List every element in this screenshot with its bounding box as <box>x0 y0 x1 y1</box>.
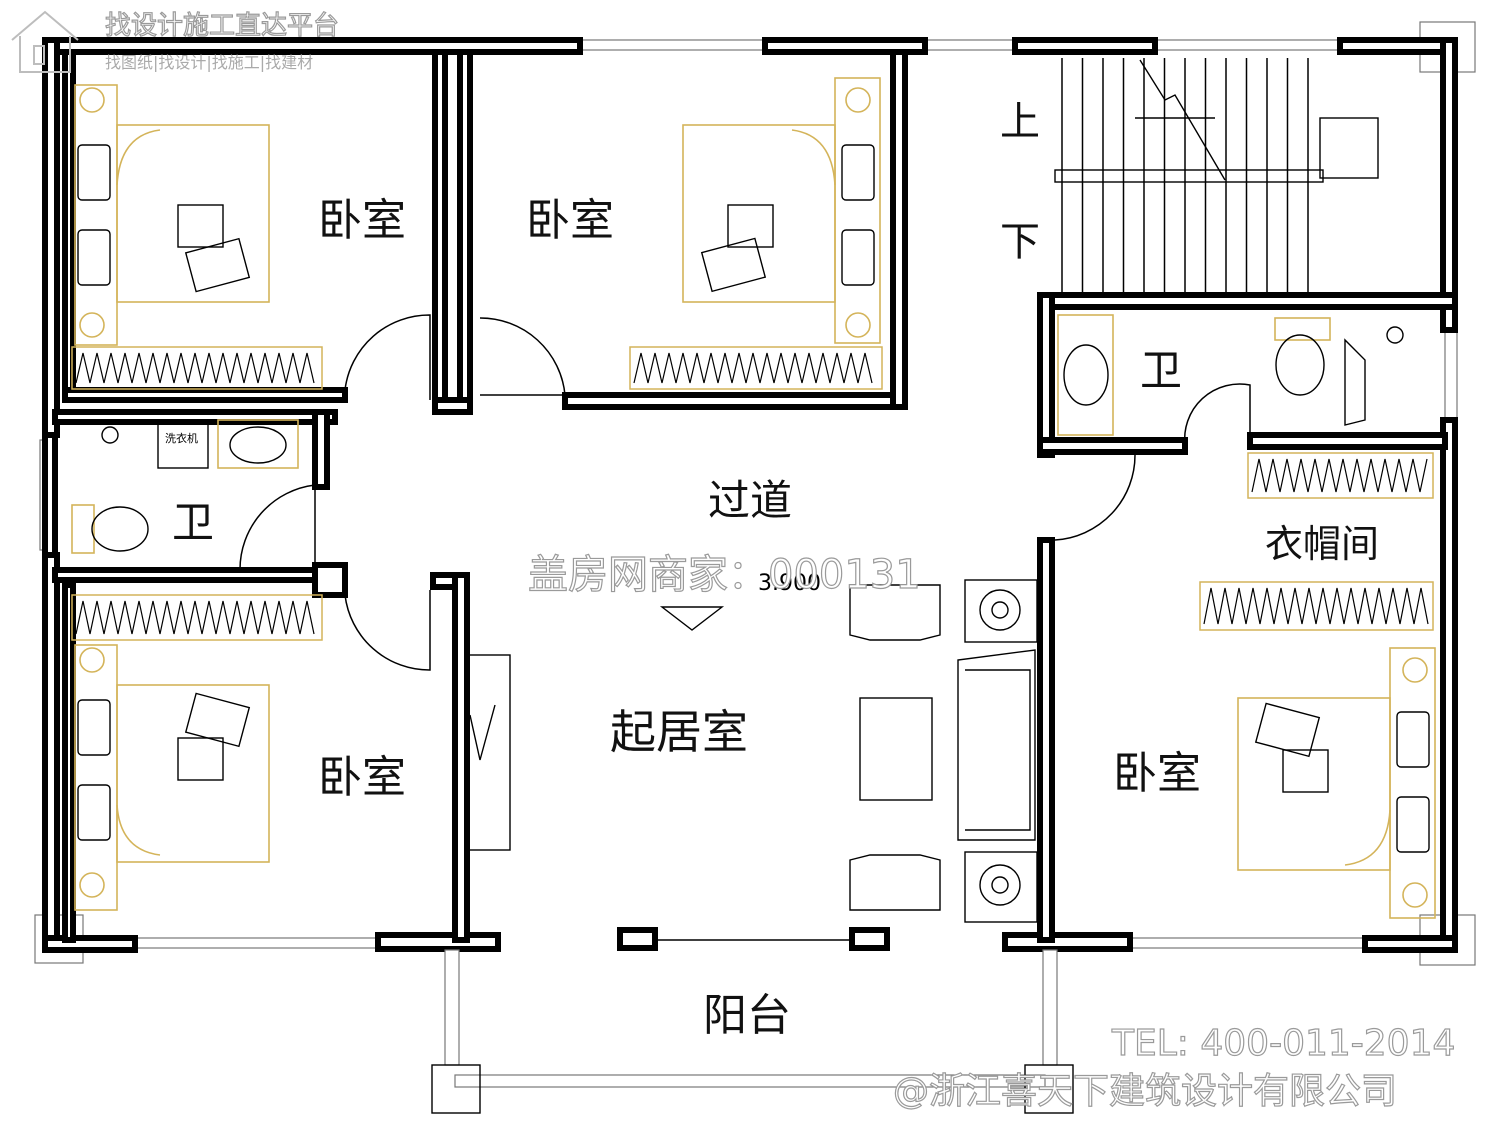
bed-bottom-left <box>74 644 270 911</box>
wardrobes <box>71 346 1434 641</box>
room-label-corridor: 过道 <box>708 476 792 525</box>
logo-line1: 找设计施工直达平台 <box>105 11 339 41</box>
logo <box>11 10 79 73</box>
watermark-center: 盖房网商家：000131 <box>528 552 921 598</box>
elevation-mark: 3.900 <box>758 571 821 596</box>
room-label-bedroom-bottom-left: 卧室 <box>318 752 406 803</box>
wardrobe-top-left <box>71 346 323 390</box>
logo-line2: 找图纸|找设计|找施工|找建材 <box>105 53 313 72</box>
wardrobe-closet-top <box>1247 452 1434 499</box>
stair-down-label: 下 <box>1000 219 1040 265</box>
hanger-pattern <box>75 352 315 384</box>
right-bath-fixtures <box>1057 314 1404 436</box>
bed-top-left <box>74 84 270 346</box>
washer-label: 洗衣机 <box>165 431 198 445</box>
living-furniture <box>467 579 1038 923</box>
wardrobe-closet-bottom <box>1199 581 1434 631</box>
room-label-living: 起居室 <box>610 705 748 759</box>
watermark-tel: TEL: 400-011-2014 <box>1111 1023 1455 1064</box>
watermark-company: @浙江喜天下建筑设计有限公司 <box>893 1071 1397 1112</box>
room-label-bedroom-right: 卧室 <box>1113 748 1201 799</box>
room-label-bath-right: 卫 <box>1140 346 1182 395</box>
room-label-bath-left: 卫 <box>172 498 214 547</box>
walls <box>42 37 1458 953</box>
stair-up-label: 上 <box>1000 99 1040 145</box>
room-label-bedroom-top-mid: 卧室 <box>526 195 614 246</box>
balcony-rail <box>431 939 1074 1114</box>
bed-right <box>1237 647 1436 919</box>
hanger-pattern <box>75 600 315 635</box>
room-label-bedroom-top-left: 卧室 <box>318 195 406 246</box>
hanger-pattern <box>633 352 873 384</box>
wardrobe-bottom-left <box>71 594 323 641</box>
left-bath-fixtures <box>71 419 299 554</box>
hanger-pattern <box>1203 587 1429 625</box>
door-swings <box>239 314 1251 671</box>
bed-top-mid <box>682 77 881 344</box>
room-label-closet: 衣帽间 <box>1265 522 1379 566</box>
staircase <box>1054 58 1379 295</box>
hanger-pattern <box>1251 458 1428 493</box>
wardrobe-top-mid <box>629 346 883 390</box>
room-label-balcony: 阳台 <box>703 990 791 1041</box>
